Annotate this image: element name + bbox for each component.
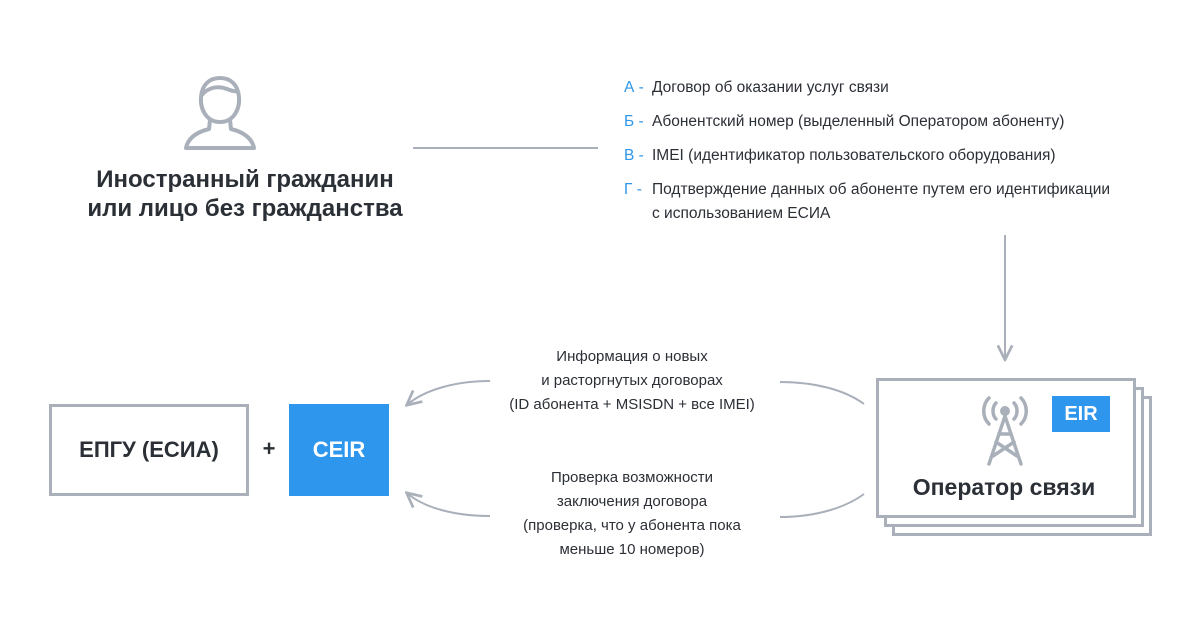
list-item-text: Абонентский номер (выделенный Оператором… <box>652 113 1065 130</box>
message-top-line3: (ID абонента + MSISDN + все IMEI) <box>509 396 755 413</box>
message-top-line2: и расторгнутых договорах <box>541 372 723 389</box>
bottom-arrow-left-curve <box>408 494 491 517</box>
eir-label: EIR <box>1064 402 1098 425</box>
eir-badge: EIR <box>1052 396 1110 432</box>
list-item-letter: Г - <box>624 181 642 198</box>
person-title-line2: или лицо без гражданства <box>87 195 403 222</box>
bottom-arrow-right-curve <box>779 493 865 518</box>
person-icon <box>184 75 256 150</box>
antenna-tower-icon <box>982 396 1028 466</box>
list-item-text: IMEI (идентификатор пользовательского об… <box>652 147 1056 164</box>
requirements-list: А - Договор об оказании услуг связи Б - … <box>624 76 1184 236</box>
ceir-box: CEIR <box>289 404 389 496</box>
list-item-letter: В - <box>624 147 644 164</box>
person-title: Иностранный гражданин или лицо без гражд… <box>20 165 470 223</box>
top-arrow-right-curve <box>779 381 865 405</box>
list-item: Г - Подтверждение данных об абоненте пут… <box>624 178 1184 226</box>
list-item-letter: Б - <box>624 113 644 130</box>
message-bottom-line4: меньше 10 номеров) <box>559 541 705 558</box>
list-item: В - IMEI (идентификатор пользовательског… <box>624 144 1184 168</box>
plus-sign: + <box>262 436 276 461</box>
list-item: Б - Абонентский номер (выделенный Операт… <box>624 110 1184 134</box>
list-item: А - Договор об оказании услуг связи <box>624 76 1184 100</box>
epgu-box: ЕПГУ (ЕСИА) <box>49 404 249 496</box>
message-bottom: Проверка возможности заключения договора… <box>480 466 784 562</box>
message-bottom-line2: заключения договора <box>556 493 708 510</box>
list-item-text-continuation: с использованием ЕСИА <box>652 205 831 222</box>
list-item-letter: А - <box>624 79 644 96</box>
ceir-label: CEIR <box>312 437 366 462</box>
list-item-text: Подтверждение данных об абоненте путем е… <box>652 181 1111 198</box>
message-bottom-line3: (проверка, что у абонента пока <box>523 517 741 534</box>
message-top: Информация о новых и расторгнутых догово… <box>480 345 784 417</box>
message-bottom-line1: Проверка возможности <box>550 469 714 486</box>
list-item-text: Договор об оказании услуг связи <box>652 79 889 96</box>
operator-title: Оператор связи <box>912 474 1096 500</box>
message-top-line1: Информация о новых <box>556 348 708 365</box>
top-arrow-left-curve <box>408 380 491 404</box>
epgu-label: ЕПГУ (ЕСИА) <box>79 437 219 462</box>
person-title-line1: Иностранный гражданин <box>96 166 394 193</box>
